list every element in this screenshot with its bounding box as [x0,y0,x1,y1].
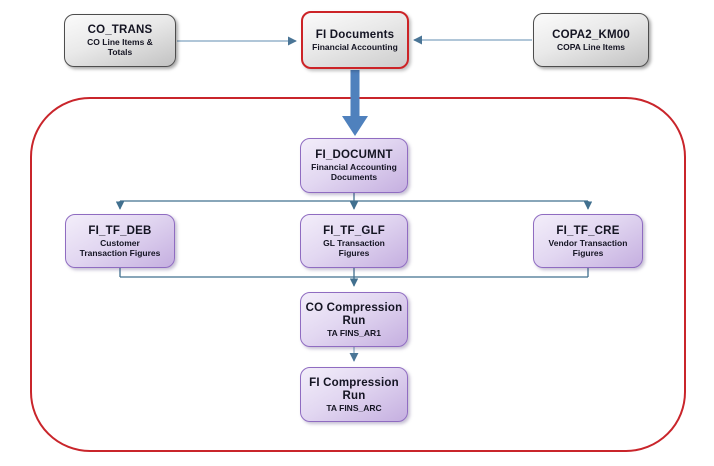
node-copa2-km00-line1: COPA Line Items [556,41,625,52]
node-fi-compression-line1: TA FINS_ARC [326,402,382,413]
node-fi-documnt-line2: Documents [330,172,378,182]
node-fi-tf-cre-line2: Figures [572,247,604,258]
node-fi-tf-deb-title: FI_TF_DEB [88,224,152,237]
node-fi-tf-glf-line2: Figures [338,247,370,258]
node-fi-tf-cre-title: FI_TF_CRE [556,224,620,237]
node-fi-documents: FI Documents Financial Accounting [301,11,409,69]
node-fi-tf-glf: FI_TF_GLF GL Transaction Figures [300,214,408,268]
node-co-trans: CO_TRANS CO Line Items & Totals [64,14,176,67]
node-fi-documnt-title: FI_DOCUMNT [315,149,393,161]
node-co-trans-title: CO_TRANS [87,24,153,36]
node-fi-documents-title: FI Documents [315,28,395,41]
node-fi-documents-line1: Financial Accounting [312,41,398,52]
node-fi-compression-run: FI Compression Run TA FINS_ARC [300,367,408,422]
node-fi-tf-deb-line1: Customer [100,237,140,248]
node-fi-documnt-line1: Financial Accounting [311,162,397,172]
node-fi-tf-deb-line2: Transaction Figures [79,247,161,258]
node-fi-compression-title2: Run [342,389,366,402]
node-fi-tf-glf-line1: GL Transaction [323,237,385,248]
node-co-compression-title: CO Compression [305,301,403,314]
node-copa2-km00-title: COPA2_KM00 [552,28,630,41]
node-co-trans-line2: Totals [107,47,133,57]
node-fi-tf-cre-line1: Vendor Transaction [548,237,628,248]
node-fi-tf-deb: FI_TF_DEB Customer Transaction Figures [65,214,175,268]
node-fi-tf-cre: FI_TF_CRE Vendor Transaction Figures [533,214,643,268]
node-co-trans-line1: CO Line Items & [87,37,153,47]
node-fi-documnt: FI_DOCUMNT Financial Accounting Document… [300,138,408,193]
node-co-compression-title2: Run [342,314,366,327]
node-co-compression-line1: TA FINS_AR1 [327,327,381,338]
node-copa2-km00: COPA2_KM00 COPA Line Items [533,13,649,67]
node-fi-tf-glf-title: FI_TF_GLF [323,224,385,237]
node-fi-compression-title: FI Compression [309,376,399,389]
node-co-compression-run: CO Compression Run TA FINS_AR1 [300,292,408,347]
